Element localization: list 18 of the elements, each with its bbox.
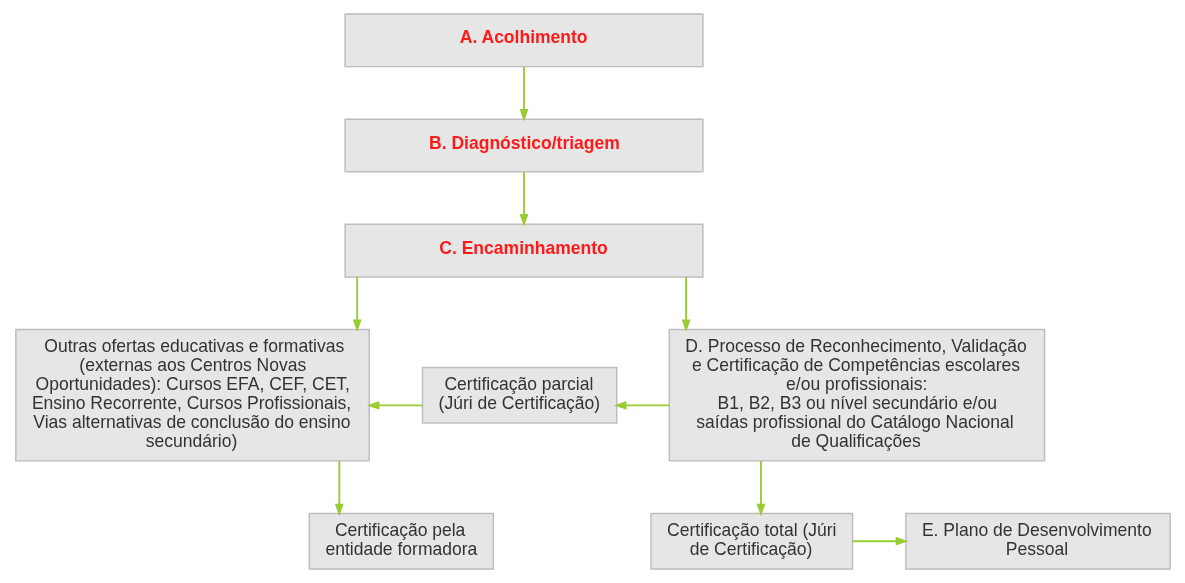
arrow	[613, 401, 670, 410]
node-box: D. Processo de Reconhecimento, Validação e Certificação de Competências escolares e/ou profissionais: B1, B2, B3 ou nível secundário e/ou saídas profissional do Catálogo Nacional de Qualificações	[668, 328, 1045, 462]
arrow	[519, 65, 528, 122]
node-box: Certificação pela entidade formadora	[308, 512, 494, 570]
arrow	[519, 171, 528, 227]
node-box: C. Encaminhamento	[343, 223, 704, 278]
node-box: A. Acolhimento	[343, 13, 704, 68]
arrow	[352, 276, 362, 332]
arrow	[681, 276, 690, 332]
node-box: Certificação total (Júri de Certificação)	[649, 512, 853, 570]
node-box: Certificação parcial (Júri de Certificação)	[421, 366, 617, 424]
arrow	[366, 401, 423, 410]
arrow	[334, 460, 344, 517]
arrow	[851, 536, 908, 546]
node-box: Outras ofertas educativas e formativas (externas aos Centros Novas Oportunidades): Cursos EFA, CEF, CET, Ensino Recorrente, Cursos Profissionais, Vias alternativas de conclusão do ensino secundário)	[14, 328, 370, 462]
arrow	[756, 460, 765, 517]
node-box: E. Plano de Desenvolvimento Pessoal	[904, 512, 1171, 570]
node-box: B. Diagnóstico/triagem	[343, 118, 704, 173]
